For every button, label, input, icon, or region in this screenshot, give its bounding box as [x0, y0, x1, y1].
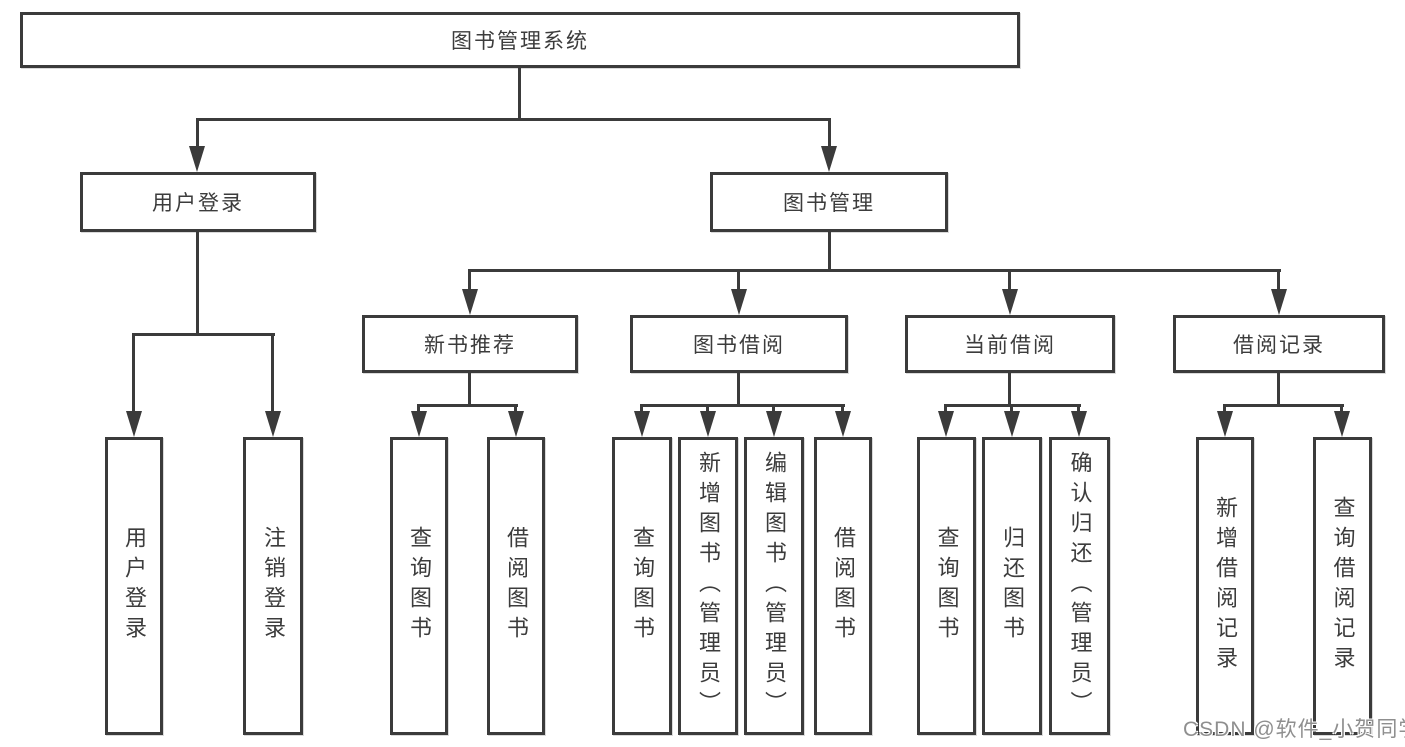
connector-drop-book-borrow [737, 269, 740, 293]
connector-drop-new-book [468, 269, 471, 293]
leaf-logout: 注销登录 [243, 437, 303, 735]
connector-stem-book-borrow [737, 373, 740, 406]
watermark: CSDN @软件_小贺同学 [1183, 718, 1405, 741]
arrowhead-book-management [821, 146, 837, 172]
connector-stem-book-management [828, 232, 831, 271]
connector-drop-book-management [828, 118, 831, 150]
arrowhead-user-login [189, 146, 205, 172]
connector-stem-new-book [468, 373, 471, 406]
leaf-add-book-admin: 新增图书（管理员） [678, 437, 738, 735]
node-book-borrow: 图书借阅 [630, 315, 848, 373]
connector-drop [417, 404, 420, 416]
connector-drop [944, 404, 947, 416]
connector-stem-current-borrow [1008, 373, 1011, 406]
arrowhead [766, 411, 782, 437]
connector-drop-user-login [196, 118, 199, 150]
connector-branch-borrow-records [1223, 404, 1344, 407]
node-new-book-recommend: 新书推荐 [362, 315, 578, 373]
connector-drop [841, 404, 844, 416]
node-book-management: 图书管理 [710, 172, 948, 232]
arrowhead [411, 411, 427, 437]
connector-stem-borrow-records [1277, 373, 1280, 406]
node-current-borrow: 当前借阅 [905, 315, 1115, 373]
arrowhead-new-book [462, 289, 478, 315]
arrowhead [1334, 411, 1350, 437]
connector-drop [772, 404, 775, 416]
leaf-borrow-book-2: 借阅图书 [814, 437, 872, 735]
node-borrow-records: 借阅记录 [1173, 315, 1385, 373]
leaf-user-login: 用户登录 [105, 437, 163, 735]
connector-drop [1077, 404, 1080, 416]
connector-drop-leaf-logout [271, 333, 274, 413]
leaf-add-borrow-record: 新增借阅记录 [1196, 437, 1254, 735]
connector-branch-level2 [468, 269, 1281, 272]
connector-drop [706, 404, 709, 416]
connector-branch-level1 [196, 118, 831, 121]
arrowhead [835, 411, 851, 437]
arrowhead [938, 411, 954, 437]
arrowhead [1004, 411, 1020, 437]
arrowhead-leaf-logout [265, 411, 281, 437]
arrowhead [634, 411, 650, 437]
leaf-edit-book-admin: 编辑图书（管理员） [744, 437, 804, 735]
arrowhead-leaf-login [126, 411, 142, 437]
leaf-query-borrow-record: 查询借阅记录 [1313, 437, 1372, 735]
arrowhead-current-borrow [1002, 289, 1018, 315]
connector-drop-current-borrow [1008, 269, 1011, 293]
leaf-query-book-2: 查询图书 [612, 437, 672, 735]
connector-branch-user-login [132, 333, 275, 336]
connector-branch-book-borrow [640, 404, 845, 407]
leaf-return-book: 归还图书 [982, 437, 1042, 735]
connector-stem-user-login [196, 232, 199, 335]
leaf-query-book-1: 查询图书 [390, 437, 448, 735]
connector-drop [1223, 404, 1226, 416]
connector-drop [640, 404, 643, 416]
arrowhead [1071, 411, 1087, 437]
connector-drop-borrow-records [1277, 269, 1280, 293]
connector-drop [1340, 404, 1343, 416]
node-root: 图书管理系统 [20, 12, 1020, 68]
arrowhead [1217, 411, 1233, 437]
arrowhead [508, 411, 524, 437]
arrowhead-borrow-records [1271, 289, 1287, 315]
node-user-login: 用户登录 [80, 172, 316, 232]
leaf-confirm-return-admin: 确认归还（管理员） [1049, 437, 1110, 735]
connector-drop [514, 404, 517, 416]
connector-branch-new-book [417, 404, 518, 407]
leaf-borrow-book-1: 借阅图书 [487, 437, 545, 735]
arrowhead [700, 411, 716, 437]
leaf-query-book-3: 查询图书 [917, 437, 976, 735]
arrowhead-book-borrow [731, 289, 747, 315]
connector-drop-leaf-login [132, 333, 135, 413]
connector-drop [1010, 404, 1013, 416]
connector-stem-root [518, 66, 521, 119]
